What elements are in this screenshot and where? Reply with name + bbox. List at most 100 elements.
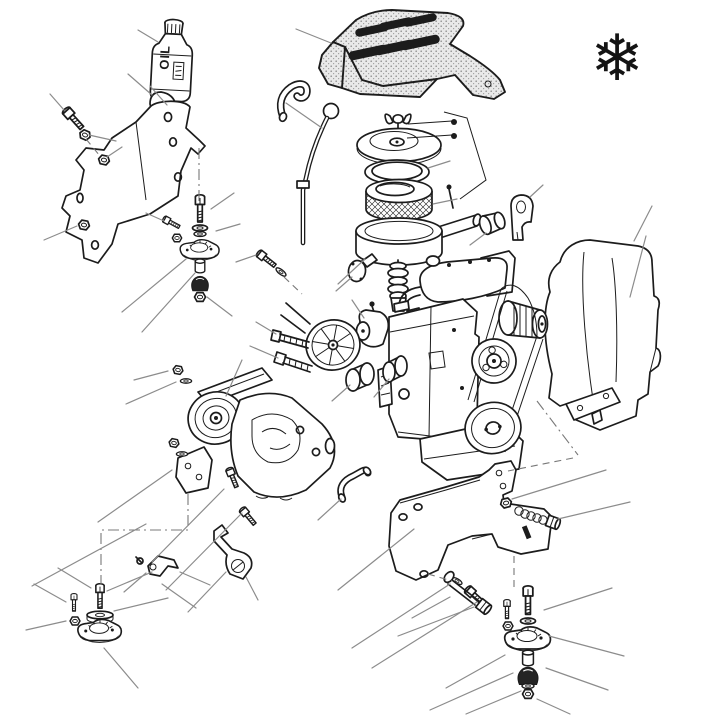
filter-element — [365, 178, 433, 222]
cover-vent-slots-part — [403, 13, 437, 27]
engine-top-cover: engine-top-cover — [318, 9, 506, 100]
long-bolt-part — [447, 579, 480, 606]
oil-bottle-part — [151, 88, 190, 92]
compressor-bracket: compressor-bracket — [167, 364, 259, 528]
front-mounting-bracket-part — [90, 239, 100, 251]
leader-lines-part — [285, 102, 323, 129]
compressor-assembly: compressor-assembly — [187, 367, 336, 501]
filter-gasket-part — [371, 161, 423, 181]
compressor-assembly-part — [295, 425, 305, 435]
wing-nut-part — [402, 113, 412, 125]
rear-engine-mount-part — [521, 682, 535, 690]
oil-filler-cap — [425, 255, 441, 267]
water-pump-pulley-part — [500, 360, 508, 369]
leader-lines-part — [545, 667, 609, 691]
alternator-part — [513, 304, 533, 337]
leader-lines-part — [373, 378, 390, 398]
rear-engine-mount-part — [503, 598, 511, 620]
spring-washer-bolt-part — [526, 511, 536, 521]
shield-flange-part — [591, 409, 603, 425]
leader-lines-part — [295, 28, 332, 44]
drive-belt-part — [500, 284, 538, 337]
cover-vent-slots — [348, 13, 492, 88]
thermostat-outlet-part — [351, 262, 355, 266]
rear-mounting-bracket: rear-mounting-bracket — [388, 460, 553, 581]
belt-guard-shield-part — [611, 257, 618, 383]
leader-lines-part — [511, 469, 607, 500]
thermostat-outlet-part — [359, 277, 363, 281]
compressor-assembly-part — [324, 437, 336, 455]
left-engine-mount-part — [95, 582, 105, 609]
water-pump-pulley-part — [482, 363, 490, 372]
mounting-hardware-part — [274, 265, 288, 279]
leader-lines-part — [33, 583, 67, 603]
compressor-assembly-part — [214, 416, 218, 420]
leader-lines-part — [557, 501, 631, 520]
oil-bottle-part — [166, 23, 181, 34]
air-cleaner-housing-part — [364, 220, 434, 242]
lever-tool-part — [213, 524, 253, 580]
spring-washer-bolt: spring-washer-bolt — [498, 496, 562, 531]
leader-bracket-line-part — [407, 120, 453, 125]
front-mounting-bracket-part — [168, 136, 178, 148]
water-pump-pulley — [471, 338, 517, 384]
leader-lines-part — [103, 647, 139, 689]
filter-cover-part — [395, 140, 399, 144]
crank-pulley-part — [498, 424, 502, 429]
leader-lines-part — [432, 198, 458, 205]
leader-lines-part — [106, 571, 153, 592]
rear-engine-mount-part — [521, 688, 535, 700]
spacer-sleeve: spacer-sleeve — [478, 211, 506, 236]
leader-lines-part — [43, 225, 78, 241]
valve-cover-part — [447, 263, 451, 267]
rear-mounting-bracket-part — [521, 525, 532, 540]
leader-lines-part — [536, 698, 571, 715]
shield-flange-part — [602, 392, 610, 400]
rear-engine-mount-part — [502, 621, 514, 631]
water-pump-part — [369, 301, 375, 307]
leader-lines-part — [141, 272, 196, 333]
water-pump: water-pump — [355, 301, 390, 348]
front-engine-mount-part — [194, 193, 206, 223]
compressor-assembly-part — [251, 413, 301, 464]
fan-pulley-wheel: fan-pulley-wheel — [280, 302, 361, 371]
water-pump-pulley-part — [488, 346, 496, 354]
leader-lines-part — [351, 583, 451, 649]
hose-clamp-part — [516, 200, 526, 214]
leader-lines-part — [429, 672, 514, 711]
engine-block-part — [452, 328, 456, 332]
leader-lines-part — [210, 192, 235, 210]
long-bolt-part-part — [479, 601, 487, 611]
leader-lines-part — [215, 223, 241, 232]
water-pump-part — [361, 329, 365, 333]
breather-hook-hose-part — [278, 81, 310, 120]
lever-tool-part — [231, 559, 245, 573]
rear-mounting-bracket-part — [499, 482, 507, 490]
spring-washer-bolt-part — [532, 513, 542, 523]
front-engine-mount-part — [191, 275, 209, 292]
compressor-bracket-part — [195, 473, 203, 481]
front-engine-mount-part — [191, 224, 209, 232]
curved-hose-part — [362, 466, 372, 476]
rear-engine-mount-part — [519, 617, 537, 625]
rear-engine-mount-part — [517, 666, 539, 686]
engine-block — [377, 298, 480, 442]
leader-bracket-line-part — [443, 111, 487, 200]
air-cleaner-housing-part — [355, 217, 443, 245]
alternator-part — [540, 322, 544, 326]
left-engine-mount-part — [70, 592, 78, 612]
leader-lines-part — [427, 160, 451, 169]
leader-lines-part — [137, 29, 159, 43]
alternator — [498, 300, 549, 339]
front-engine-mount-part — [193, 291, 207, 303]
clip-lever-part — [147, 555, 179, 577]
rear-mounting-bracket-part — [398, 512, 408, 522]
rear-engine-mount-part — [521, 649, 535, 667]
leader-lines-part — [317, 498, 342, 521]
leader-lines-part — [145, 212, 165, 222]
leader-lines-part — [127, 73, 153, 96]
leader-lines-part — [337, 258, 366, 285]
front-engine-mount: front-engine-mount — [161, 193, 220, 303]
compressor-bracket-part — [175, 446, 213, 494]
leader-lines-part — [179, 571, 211, 586]
